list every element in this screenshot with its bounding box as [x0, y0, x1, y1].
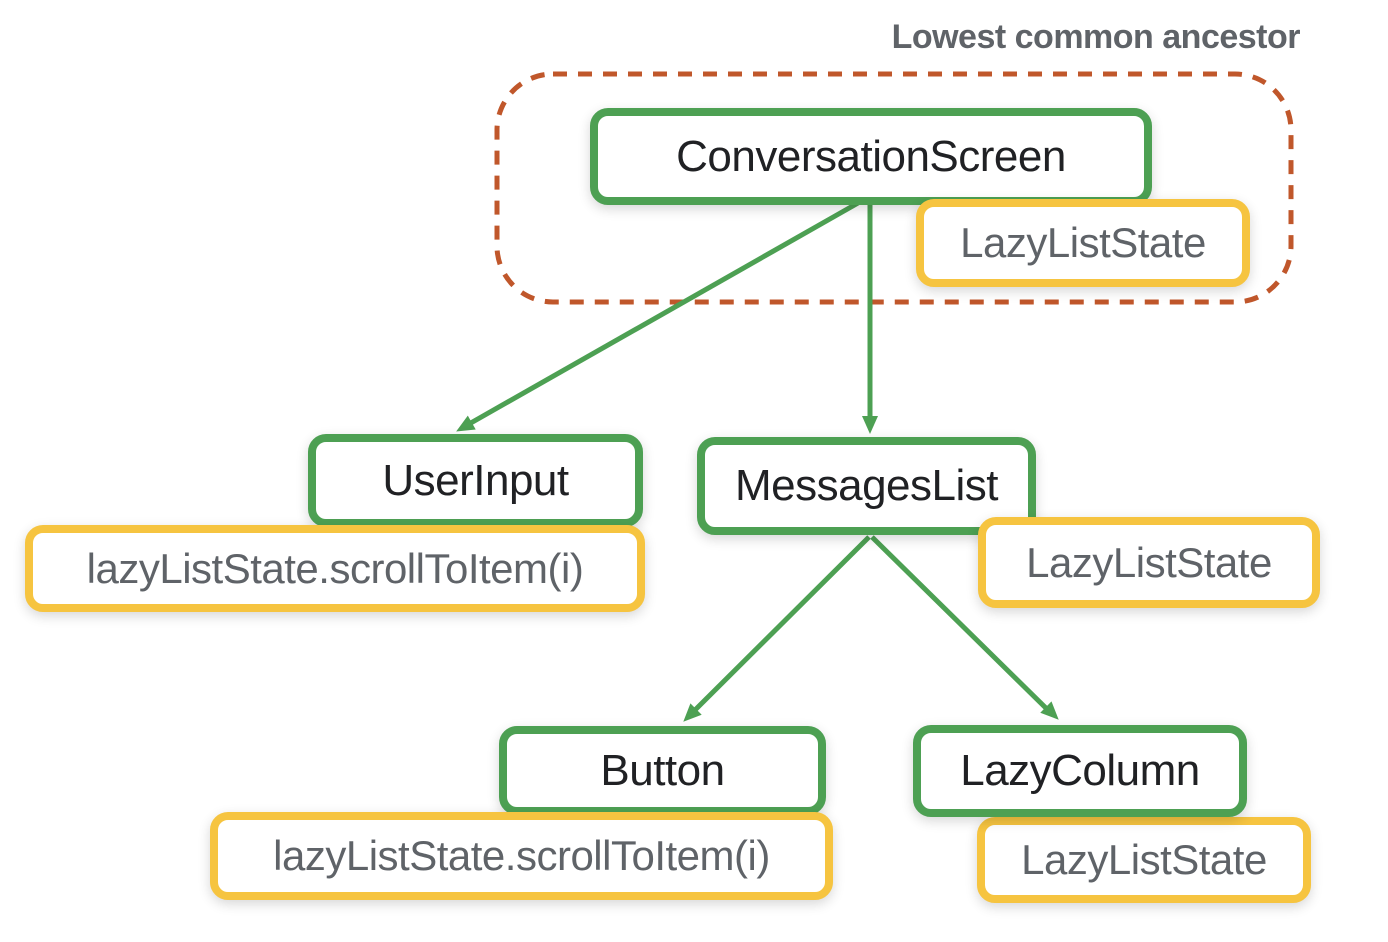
arrowhead-icon	[862, 416, 878, 434]
node-messages-list-label: MessagesList	[734, 461, 999, 510]
edge-messageslist-lazycolumn	[870, 535, 1059, 720]
node-conversation-screen: ConversationScreen	[590, 108, 1152, 205]
state-box-lazy-column-label: LazyListState	[1021, 836, 1267, 883]
edge-messageslist-button	[683, 535, 871, 722]
lowest-common-ancestor-label: Lowest common ancestor	[891, 18, 1301, 56]
lowest-common-ancestor-boundary	[494, 71, 1294, 305]
arrowhead-icon	[1040, 701, 1059, 720]
state-box-conversation-screen: LazyListState	[916, 199, 1250, 287]
node-lazy-column-label: LazyColumn	[960, 746, 1200, 795]
edge-conversationscreen-userinput	[456, 200, 860, 432]
node-messages-list: MessagesList	[697, 437, 1036, 535]
state-box-button-label: lazyListState.scrollToItem(i)	[273, 832, 770, 879]
node-lazy-column: LazyColumn	[913, 725, 1247, 817]
edge-conversationscreen-messageslist	[862, 203, 878, 434]
arrowhead-icon	[683, 703, 702, 722]
state-box-conversation-screen-label: LazyListState	[960, 219, 1206, 266]
state-box-lazy-column: LazyListState	[977, 817, 1311, 903]
state-box-user-input: lazyListState.scrollToItem(i)	[25, 525, 645, 612]
node-user-input: UserInput	[308, 434, 643, 527]
node-button-label: Button	[600, 745, 725, 795]
node-conversation-screen-label: ConversationScreen	[676, 131, 1066, 181]
state-box-messages-list: LazyListState	[978, 517, 1320, 608]
node-button: Button	[499, 726, 826, 815]
arrowhead-icon	[456, 415, 476, 432]
node-user-input-label: UserInput	[382, 455, 569, 505]
state-box-button: lazyListState.scrollToItem(i)	[210, 812, 833, 900]
state-box-user-input-label: lazyListState.scrollToItem(i)	[86, 544, 584, 592]
state-box-messages-list-label: LazyListState	[1026, 538, 1272, 586]
